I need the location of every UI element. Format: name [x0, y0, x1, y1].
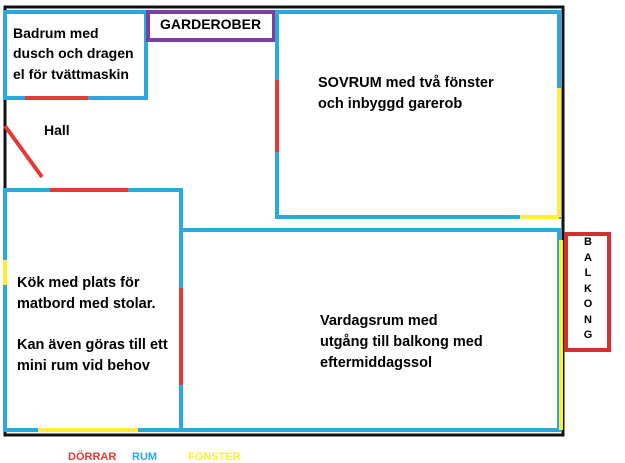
kitchen-label: Kök med plats för matbord med stolar. Ka… [17, 273, 168, 377]
living-room-line3: eftermiddagssol [320, 355, 432, 372]
kitchen-line2: matbord med stolar. [17, 296, 156, 313]
bathroom-label: Badrum med dusch och dragen el för tvätt… [13, 23, 134, 84]
balcony-letter: A [584, 251, 592, 264]
living-room-line1: Vardagsrum med [320, 313, 438, 329]
bedroom-line2: och inbyggd garerob [318, 96, 463, 113]
balcony-letter: N [584, 313, 592, 326]
balcony-letter: L [584, 267, 592, 279]
balcony-letter: B [584, 236, 592, 248]
bedroom-label: SOVRUM med två fönster och inbyggd garer… [318, 73, 494, 115]
living-room-line2: utgång till balkong med [320, 334, 483, 351]
balcony-letter: O [583, 298, 593, 310]
legend-window: FÖNSTER [188, 451, 241, 463]
kitchen-line3: Kan även göras till ett [17, 337, 168, 354]
balcony-letter: K [584, 282, 592, 295]
hall-label: Hall [44, 122, 70, 138]
wardrobe-label: GARDEROBER [160, 16, 262, 32]
bathroom-line2: dusch och dragen [13, 45, 134, 62]
kitchen-line1: Kök med plats för [17, 275, 140, 291]
hall-door [3, 124, 44, 179]
kitchen-line4: mini rum vid behov [17, 358, 150, 375]
balcony-letter: G [583, 329, 593, 341]
bathroom-line3: el för tvättmaskin [13, 65, 129, 82]
balcony-label: B A L K O N G [581, 235, 595, 344]
bedroom-line1: SOVRUM med två fönster [318, 75, 494, 91]
balcony-outline [564, 232, 611, 352]
legend-door: DÖRRAR [68, 451, 117, 463]
living-room-label: Vardagsrum med utgång till balkong med e… [320, 311, 483, 374]
legend-room: RUM [132, 451, 158, 463]
wardrobe-outline [146, 10, 276, 42]
bathroom-line1: Badrum med [13, 25, 99, 41]
